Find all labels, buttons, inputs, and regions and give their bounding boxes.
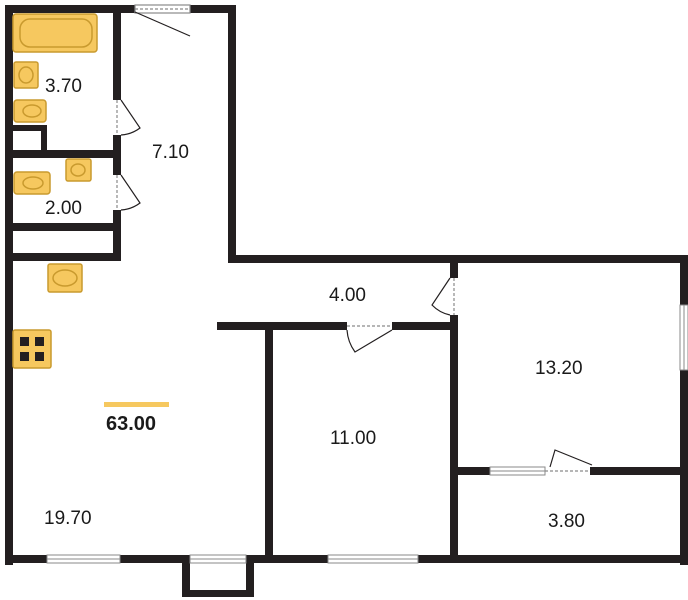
- outer-wall-top-left: [5, 5, 135, 13]
- balcony-wall-top-b: [590, 467, 688, 475]
- room-area-hall: 4.00: [329, 285, 366, 306]
- toilet-bowl-icon: [13, 171, 51, 195]
- kitchen-sink-icon: [47, 263, 83, 293]
- room-area-balcony: 3.80: [548, 511, 585, 532]
- hall-wall-left: [217, 322, 267, 330]
- door-entrance-icon: [134, 4, 191, 37]
- door-balcony-icon: [545, 449, 593, 472]
- room-area-bedroom-small: 11.00: [330, 428, 377, 449]
- bath-wall-right-c: [113, 210, 121, 260]
- room-area-corridor: 7.10: [152, 142, 189, 163]
- bathroom-toilet-icon: [13, 99, 47, 123]
- toilet-sink-icon: [65, 158, 92, 182]
- windows: [46, 304, 688, 564]
- niche-wall-bottom: [182, 590, 254, 597]
- fixtures: [12, 13, 98, 369]
- bath-small-ledge: [5, 125, 47, 131]
- corridor-wall-right: [228, 5, 236, 263]
- outer-wall-bottom-c: [250, 555, 328, 563]
- doors: [116, 4, 593, 472]
- outer-wall-bottom-a: [5, 555, 47, 563]
- toilet-block-bottom: [5, 253, 121, 261]
- total-area: 63.00: [106, 413, 157, 435]
- total-area-accent-bar: [104, 402, 169, 407]
- bath-wall-right-a: [113, 5, 121, 100]
- wall-top-right-section: [228, 255, 688, 263]
- bathroom-sink-icon: [13, 61, 39, 89]
- room-area-bathroom: 3.70: [45, 76, 82, 97]
- hall-wall-bottom-a: [265, 322, 347, 330]
- door-bathroom-icon: [116, 99, 141, 136]
- bath-small-ledge-v: [41, 125, 47, 155]
- bath-toilet-partition: [5, 150, 121, 158]
- outer-wall-bottom-b: [120, 555, 182, 563]
- room-divider-left: [265, 330, 273, 563]
- door-toilet-icon: [116, 174, 141, 211]
- niche-wall-left: [182, 555, 190, 597]
- bedroom-wall-left-b: [450, 315, 458, 563]
- door-bedroom-small-icon: [346, 325, 393, 353]
- outer-wall-right-top: [680, 255, 688, 305]
- outer-wall-bottom-d: [418, 555, 460, 563]
- balcony-wall-bottom: [458, 555, 688, 563]
- bedroom-wall-left-a: [450, 263, 458, 278]
- door-bedroom-large-icon: [431, 277, 455, 316]
- outer-wall-left: [5, 5, 13, 565]
- stove-icon: [12, 329, 52, 369]
- balcony-wall-top-a: [458, 467, 490, 475]
- niche-wall-right: [246, 555, 254, 597]
- toilet-wall-bottom: [5, 223, 121, 231]
- room-area-bedroom-large: 13.20: [535, 358, 583, 379]
- bathtub-icon: [12, 13, 98, 53]
- walls: [5, 5, 688, 597]
- hall-wall-bottom-b: [392, 322, 458, 330]
- outer-wall-top-right: [190, 5, 236, 13]
- room-area-living-kitchen: 19.70: [44, 508, 92, 529]
- room-area-toilet: 2.00: [45, 198, 82, 219]
